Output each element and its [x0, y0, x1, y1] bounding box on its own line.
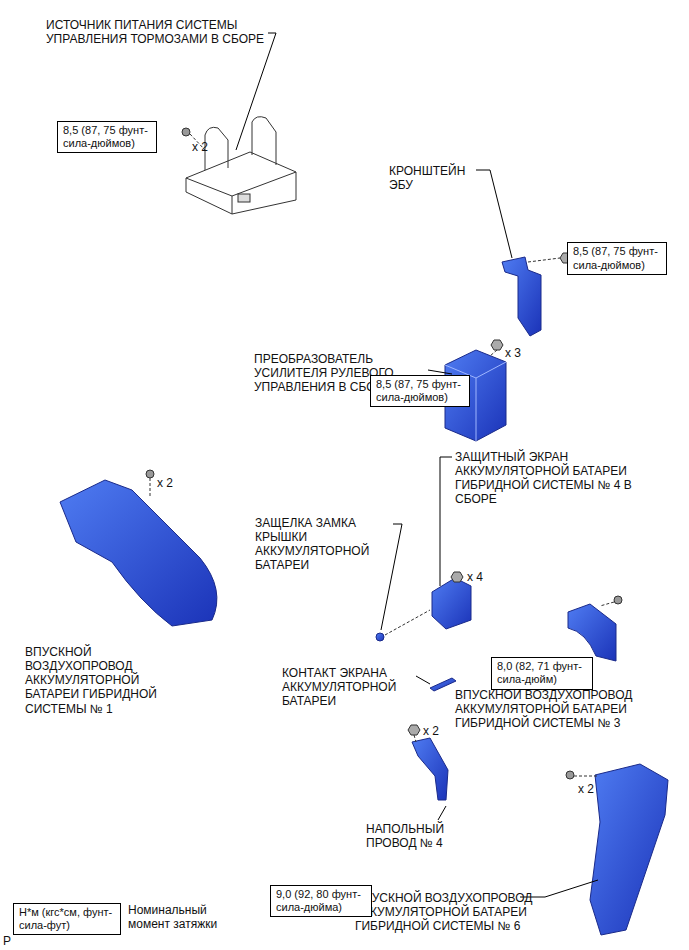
- dash-line: [574, 776, 598, 777]
- leader-line: [440, 457, 452, 586]
- nut-symbol: [451, 572, 463, 582]
- dash-line: [528, 258, 560, 262]
- dash-line: [600, 602, 614, 606]
- legend-text: Номинальный момент затяжки: [121, 903, 228, 931]
- cover-latch: [376, 633, 384, 641]
- leader-line: [428, 370, 452, 374]
- power-supply-drawing: [186, 117, 296, 214]
- nut-symbol: [491, 340, 503, 350]
- leader-line: [476, 170, 512, 258]
- quantity-mark: x 2: [578, 782, 608, 796]
- part-name: КОНТАКТ ЭКРАНА АККУМУЛЯТОРНОЙ БАТАРЕИ: [282, 666, 414, 708]
- part-name: ЗАЩИТНЫЙ ЭКРАН АККУМУЛЯТОРНОЙ БАТАРЕИ ГИ…: [455, 450, 655, 507]
- bolt-symbol: [146, 470, 154, 478]
- bolt-symbol: [566, 771, 574, 779]
- battery-shield: [432, 578, 471, 629]
- air-duct-3: [568, 604, 616, 661]
- nut-symbol: [408, 725, 420, 735]
- part-name: ЗАЩЕЛКА ЗАМКА КРЫШКИ АККУМУЛЯТОРНОЙ БАТА…: [255, 516, 391, 573]
- dash-line: [414, 735, 416, 742]
- torque-box: 8,5 (87, 75 фунт-сила-дюймов): [57, 121, 157, 153]
- bolt-symbol: [614, 596, 622, 604]
- leader-line: [416, 676, 430, 684]
- part-name: ВПУСКНОЙ ВОЗДУХОПРОВОД АККУМУЛЯТОРНОЙ БА…: [355, 891, 587, 933]
- torque-box: 8,5 (87, 75 фунт-сила-дюймов): [567, 242, 667, 274]
- quantity-mark: x 2: [192, 140, 222, 154]
- part-name: ВПУСКНОЙ ВОЗДУХОПРОВОД АККУМУЛЯТОРНОЙ БА…: [25, 645, 193, 716]
- leader-line: [438, 806, 446, 820]
- torque-box: 8,0 (82, 71 фунт-сила-дюйм): [491, 657, 593, 689]
- air-duct-6: [590, 764, 668, 935]
- page-mark: P: [3, 934, 17, 948]
- torque-box: 8,5 (87, 75 фунт-сила-дюймов): [370, 375, 470, 407]
- ecu-bracket: [502, 257, 541, 336]
- dash-line: [385, 610, 430, 635]
- leader-line: [236, 33, 276, 150]
- torque-value: 9,0 (92, 80 фунт-сила-дюйма): [276, 888, 366, 914]
- quantity-mark: x 3: [505, 346, 535, 360]
- leader-line: [381, 524, 402, 630]
- part-name: КРОНШТЕЙН ЭБУ: [389, 164, 475, 192]
- quantity-mark: x 4: [467, 570, 497, 584]
- part-name: ВПУСКНОЙ ВОЗДУХОПРОВОД АККУМУЛЯТОРНОЙ БА…: [455, 688, 685, 730]
- air-duct-1: [60, 480, 217, 626]
- quantity-mark: x 2: [423, 724, 453, 738]
- floor-wire: [412, 738, 448, 800]
- part-name: ИСТОЧНИК ПИТАНИЯ СИСТЕМЫ УПРАВЛЕНИЯ ТОРМ…: [46, 18, 268, 46]
- part-name: НАПОЛЬНЫЙ ПРОВОД № 4: [366, 822, 458, 850]
- torque-value: 8,5 (87, 75 фунт-сила-дюймов): [63, 124, 151, 150]
- quantity-mark: x 2: [157, 476, 187, 490]
- torque-value: 8,5 (87, 75 фунт-сила-дюймов): [573, 245, 661, 271]
- torque-box: 9,0 (92, 80 фунт-сила-дюйма): [270, 885, 372, 917]
- dash-line: [490, 350, 497, 356]
- torque-legend: Н*м (кгс*см, фунт-сила-фут)Номинальный м…: [13, 903, 228, 935]
- torque-value: 8,0 (82, 71 фунт-сила-дюйм): [497, 660, 587, 686]
- dash-line: [150, 478, 151, 498]
- shield-contact: [430, 678, 456, 691]
- torque-value: 8,5 (87, 75 фунт-сила-дюймов): [376, 378, 464, 404]
- legend-box: Н*м (кгс*см, фунт-сила-фут): [13, 903, 121, 935]
